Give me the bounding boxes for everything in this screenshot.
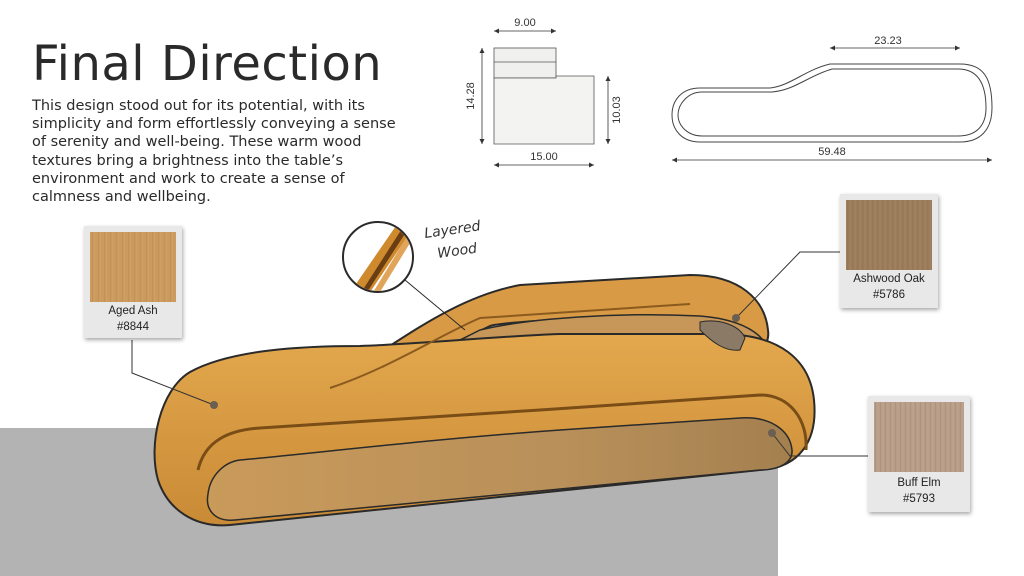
annotation-line2: Wood xyxy=(436,241,478,262)
outline-outer xyxy=(671,63,993,143)
bench-rim-edge xyxy=(196,393,808,471)
dim-bottom-width: 15.00 xyxy=(530,151,558,163)
swatch-buff-elm: Buff Elm #5793 xyxy=(868,396,970,512)
layered-wood-callout xyxy=(342,221,466,331)
layered-wood-annotation: Layered Wood xyxy=(423,218,481,262)
annotation-line1: Layered xyxy=(423,218,481,242)
dim-overall-length: 59.48 xyxy=(818,146,846,158)
bench-inner-opening xyxy=(206,417,793,521)
side-profile-body xyxy=(493,75,595,145)
dim-inner-height: 10.03 xyxy=(611,96,623,124)
outline-drawing: 23.23 59.48 xyxy=(671,35,993,163)
bench-side-opening xyxy=(699,320,746,351)
side-profile-top-block xyxy=(493,47,557,79)
swatch-aged-ash-image xyxy=(90,232,176,302)
bench-render xyxy=(153,273,816,527)
dim-height: 14.28 xyxy=(465,82,477,110)
leader-lines xyxy=(131,251,868,457)
swatch-ashwood-oak-image xyxy=(846,200,932,270)
dim-top-width: 9.00 xyxy=(514,17,535,29)
outline-inner xyxy=(677,68,987,137)
swatch-buff-elm-code: #5793 xyxy=(903,493,935,505)
swatch-aged-ash-code: #8844 xyxy=(117,321,149,333)
swatch-ashwood-oak-name: Ashwood Oak xyxy=(853,273,925,285)
page-title: Final Direction xyxy=(32,36,383,92)
swatch-aged-ash: Aged Ash #8844 xyxy=(84,226,182,338)
side-elevation-drawing: 9.00 14.28 10.03 15.00 xyxy=(465,17,623,168)
dim-top-length: 23.23 xyxy=(874,35,902,47)
swatch-buff-elm-name: Buff Elm xyxy=(897,477,941,489)
swatch-buff-elm-image xyxy=(874,402,964,472)
swatch-ashwood-oak: Ashwood Oak #5786 xyxy=(840,194,938,308)
description-text: This design stood out for its potential,… xyxy=(32,98,396,206)
swatch-aged-ash-name: Aged Ash xyxy=(108,305,158,317)
swatch-ashwood-oak-code: #5786 xyxy=(873,289,905,301)
